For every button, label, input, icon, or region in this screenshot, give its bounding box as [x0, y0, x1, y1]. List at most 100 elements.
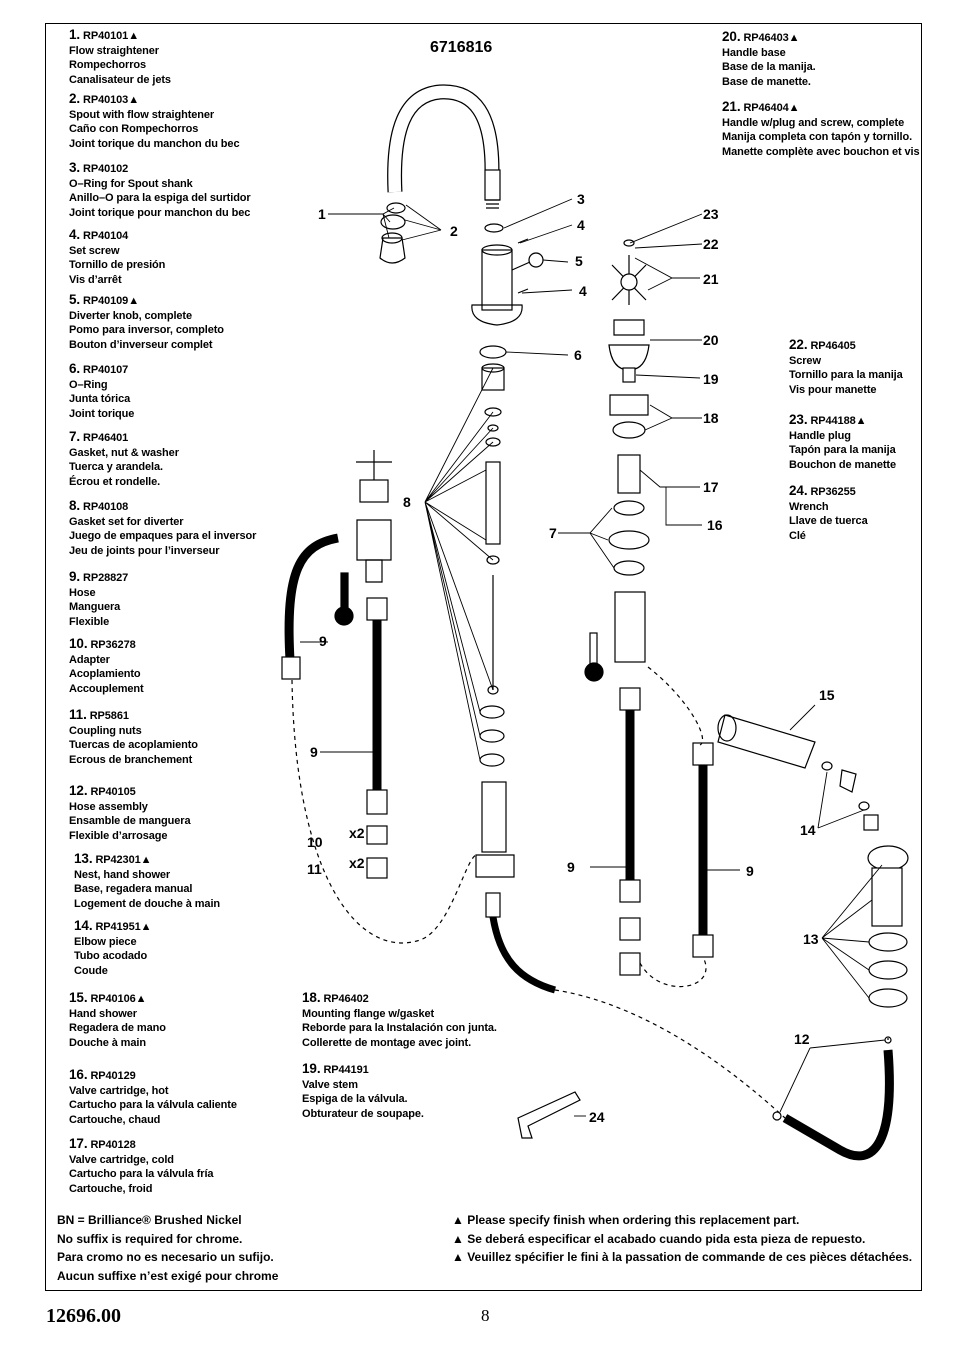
callout-13: 13	[803, 931, 819, 947]
part-description: Cartucho para la válvula fría	[69, 1168, 214, 1181]
part-description: Tapón para la manija	[789, 444, 896, 457]
part-header: 2. RP40103▲	[69, 91, 239, 108]
part-description: Joint torique du manchon du bec	[69, 137, 240, 150]
part-description: Coude	[74, 964, 108, 977]
part-header: 3. RP40102	[69, 160, 251, 177]
part-code: RP46405	[810, 340, 856, 352]
note-line: Aucun suffixe n’est exigé pour chrome	[57, 1268, 279, 1283]
callout-24: 24	[589, 1109, 605, 1125]
part-number: 3.	[69, 160, 81, 175]
callout-9b: 9	[310, 744, 318, 760]
part-description: Base de manette.	[722, 75, 811, 88]
part-code: RP44188▲	[810, 415, 867, 427]
callout-20: 20	[703, 332, 719, 348]
part-header: 23. RP44188▲	[789, 412, 896, 429]
part-description: Wrench	[789, 500, 829, 513]
part-code: RP40101▲	[83, 30, 139, 42]
part-description: Tornillo de presión	[69, 259, 166, 272]
page-frame	[45, 23, 922, 1291]
note-line: ▲ Please specify finish when ordering th…	[452, 1213, 800, 1227]
part-number: 2.	[69, 91, 81, 106]
part-description: Ecrous de branchement	[69, 753, 193, 766]
part-number: 6.	[69, 361, 81, 376]
part-description: Base de la manija.	[722, 61, 816, 74]
part-description: Handle w/plug and screw, complete	[722, 116, 905, 129]
callout-12: 12	[794, 1031, 810, 1047]
part-header: 22. RP46405	[789, 337, 903, 354]
part-number: 23.	[789, 412, 808, 427]
part-header: 17. RP40128	[69, 1136, 213, 1153]
part-description: Douche à main	[69, 1036, 146, 1049]
part-number: 24.	[789, 483, 808, 498]
part-code: RP40102	[83, 163, 129, 175]
part-number: 17.	[69, 1136, 88, 1151]
part-description: Accouplement	[69, 682, 144, 695]
callout-8: 8	[403, 494, 411, 510]
part-description: Cartouche, chaud	[69, 1113, 161, 1126]
part-number: 12.	[69, 783, 88, 798]
part-code: RP40103▲	[83, 94, 139, 106]
part-number: 16.	[69, 1067, 88, 1082]
note-line: ▲ Se deberá especificar el acabado cuand…	[452, 1231, 866, 1246]
part-number: 9.	[69, 569, 81, 584]
part-description: Manette complète avec bouchon et vis	[722, 145, 920, 158]
part-number: 7.	[69, 429, 81, 444]
part-number: 4.	[69, 227, 81, 242]
document-number: 12696.00	[46, 1305, 121, 1327]
part-header: 11. RP5861	[69, 707, 198, 724]
part-code: RP5861	[89, 710, 129, 722]
part-description: Cartouche, froid	[69, 1182, 153, 1195]
part-header: 16. RP40129	[69, 1067, 237, 1084]
part-description: Reborde para la Instalación con junta.	[302, 1022, 497, 1035]
part-number: 22.	[789, 337, 808, 352]
callout-7: 7	[549, 525, 557, 541]
part-description: Cartucho para la válvula caliente	[69, 1099, 237, 1112]
part-description: Tuercas de acoplamiento	[69, 739, 198, 752]
part-description: Logement de douche à main	[74, 897, 221, 910]
callout-11: 11	[307, 861, 322, 877]
part-number: 19.	[302, 1061, 321, 1076]
part-description: Flow straightener	[69, 44, 159, 57]
part-header: 6. RP40107	[69, 361, 134, 378]
part-description: Nest, hand shower	[74, 868, 171, 881]
part-code: RP40128	[90, 1139, 136, 1151]
callout-18: 18	[703, 410, 719, 426]
callout-9c: 9	[567, 859, 575, 875]
part-description: Hose assembly	[69, 800, 148, 813]
part-description: Acoplamiento	[69, 668, 141, 681]
callout-23: 23	[703, 206, 719, 222]
part-number: 21.	[722, 99, 741, 114]
part-description: Elbow piece	[74, 935, 137, 948]
part-header: 7. RP46401	[69, 429, 179, 446]
callout-3: 3	[577, 191, 585, 207]
part-code: RP36278	[90, 639, 136, 651]
part-code: RP40108	[83, 501, 129, 513]
part-header: 15. RP40106▲	[69, 990, 166, 1007]
part-code: RP42301▲	[95, 854, 152, 866]
part-code: RP46403▲	[743, 32, 800, 44]
part-description: Screw	[789, 354, 821, 367]
part-code: RP36255	[810, 486, 856, 498]
callout-21: 21	[703, 271, 719, 287]
part-description: Ensamble de manguera	[69, 815, 191, 828]
part-description: Gasket, nut & washer	[69, 446, 179, 459]
part-number: 8.	[69, 498, 81, 513]
part-description: Vis d’arrêt	[69, 273, 122, 286]
part-header: 18. RP46402	[302, 990, 497, 1007]
part-description: Valve stem	[302, 1078, 358, 1091]
part-description: Juego de empaques para el inversor	[69, 530, 257, 543]
